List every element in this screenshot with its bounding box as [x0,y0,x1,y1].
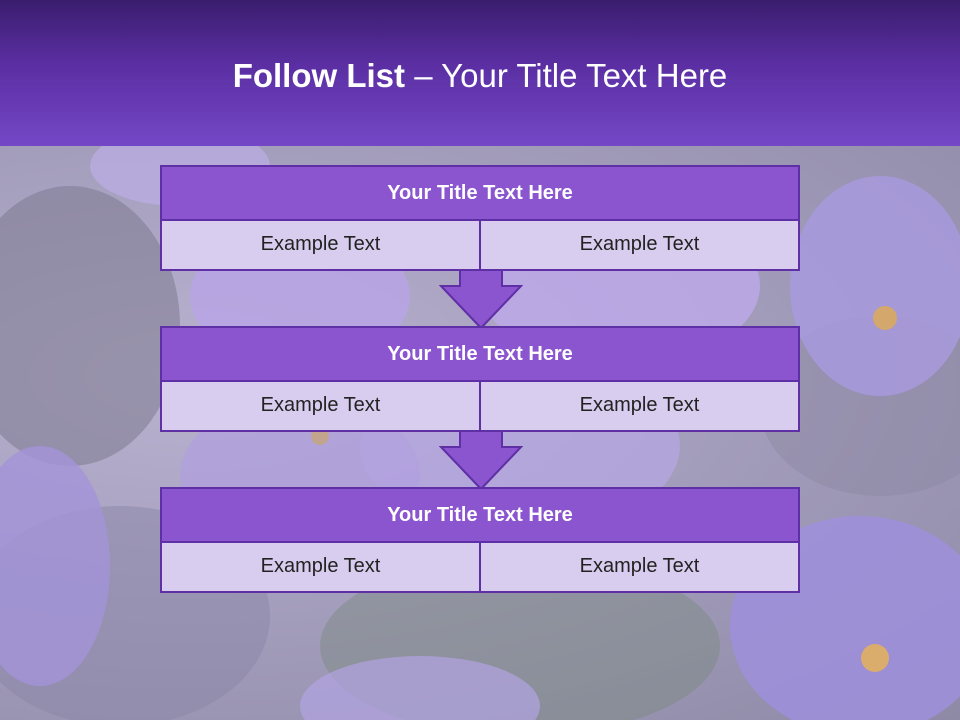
slide-title: Follow List – Your Title Text Here [0,55,960,97]
step-cell-right: Example Text [479,543,800,593]
step-cell-left: Example Text [160,543,481,593]
down-arrow-icon [439,431,523,491]
step-cell-left: Example Text [160,221,481,271]
step-cell-right: Example Text [479,221,800,271]
step-title: Your Title Text Here [160,326,800,382]
step-row: Example Text Example Text [160,543,800,593]
step-title: Your Title Text Here [160,165,800,221]
step-block-2: Your Title Text Here Example Text Exampl… [160,326,800,432]
header-band: Follow List – Your Title Text Here [0,0,960,146]
step-title: Your Title Text Here [160,487,800,543]
step-row: Example Text Example Text [160,221,800,271]
step-cell-left: Example Text [160,382,481,432]
step-block-1: Your Title Text Here Example Text Exampl… [160,165,800,271]
slide-title-bold: Follow List [232,57,406,94]
down-arrow-icon [439,270,523,330]
step-row: Example Text Example Text [160,382,800,432]
step-cell-right: Example Text [479,382,800,432]
slide-title-rest: – Your Title Text Here [405,57,728,94]
step-block-3: Your Title Text Here Example Text Exampl… [160,487,800,593]
